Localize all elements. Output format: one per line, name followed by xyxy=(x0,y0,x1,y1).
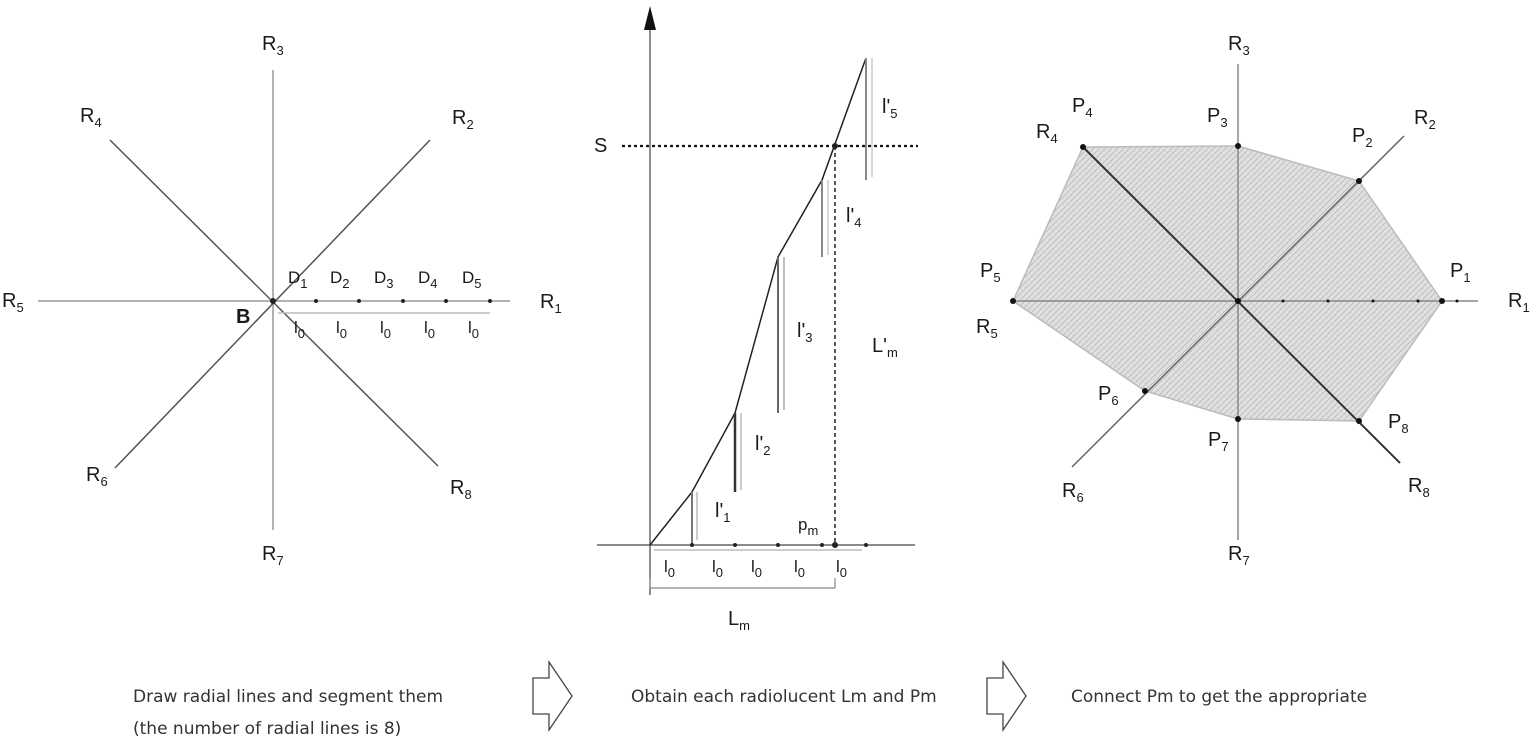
caption-step-3: Connect Pm to get the appropriate xyxy=(1071,687,1368,707)
ray-label-r6: R6 xyxy=(1062,480,1084,505)
segment-label: l0 xyxy=(424,318,435,341)
segment-label: l0 xyxy=(468,318,479,341)
lm-label: Lm xyxy=(728,608,750,633)
increment-label-l1: l'1 xyxy=(715,500,731,525)
tick-point xyxy=(690,543,694,547)
step-arrow-icon xyxy=(532,659,573,733)
center-point xyxy=(1235,298,1241,304)
ray-label-r1: R1 xyxy=(1508,290,1530,315)
ray-r2-r6-line xyxy=(114,139,431,469)
segment-label: l0 xyxy=(751,557,762,580)
point-p3 xyxy=(1235,143,1241,149)
division-point xyxy=(444,299,448,303)
point-p8 xyxy=(1356,418,1362,424)
ray-label-r3: R3 xyxy=(1228,33,1250,58)
ray-label-r5: R5 xyxy=(2,290,24,315)
point-p7 xyxy=(1235,416,1241,422)
division-point xyxy=(488,299,492,303)
increment-label-l5: l'5 xyxy=(882,96,898,121)
increment-bars xyxy=(691,58,873,545)
tick-point xyxy=(1371,299,1375,303)
segment-label: l0 xyxy=(664,557,675,580)
caption-step-2: Obtain each radiolucent Lm and Pm xyxy=(631,687,937,707)
ray-label-r2: R2 xyxy=(1414,107,1436,132)
segment-label: l0 xyxy=(712,557,723,580)
ray-label-r2: R2 xyxy=(452,107,474,132)
panel-radial-lines: R1 R2 R3 R4 R5 R6 R7 R8 B D1 D2 D3 D4 D5… xyxy=(2,33,562,568)
division-label-d3: D3 xyxy=(374,268,394,291)
division-label-d1: D1 xyxy=(288,268,308,291)
division-point xyxy=(314,299,318,303)
caption-step-1-line-1: Draw radial lines and segment them xyxy=(133,687,444,707)
division-label-d5: D5 xyxy=(462,268,482,291)
point-p2 xyxy=(1356,178,1362,184)
tick-point xyxy=(1416,299,1420,303)
tick-point xyxy=(776,543,780,547)
y-axis-arrow-icon xyxy=(644,6,656,30)
ray-label-r4: R4 xyxy=(80,105,102,130)
panel-cumulative-graph: S l'1 l'2 l'3 l'4 l'5 L'm pm l0 l0 l0 l0… xyxy=(594,6,918,633)
ray-label-r6: R6 xyxy=(86,464,108,489)
tick-point xyxy=(1281,299,1285,303)
contour-polygon xyxy=(1012,145,1443,422)
segment-label: l0 xyxy=(336,318,347,341)
point-label-p5: P5 xyxy=(980,260,1001,285)
point-label-p2: P2 xyxy=(1352,125,1373,150)
division-label-d2: D2 xyxy=(330,268,350,291)
division-label-d4: D4 xyxy=(418,268,438,291)
ray-label-r7: R7 xyxy=(262,543,284,568)
ray-label-r8: R8 xyxy=(1408,475,1430,500)
point-p4 xyxy=(1080,144,1086,150)
point-label-p6: P6 xyxy=(1098,383,1119,408)
tick-point xyxy=(1326,299,1330,303)
point-label-p8: P8 xyxy=(1388,411,1409,436)
division-point xyxy=(401,299,405,303)
ray-label-r1: R1 xyxy=(540,291,562,316)
threshold-label-s: S xyxy=(594,135,607,157)
step-arrow-icon xyxy=(986,659,1027,733)
tick-point xyxy=(1455,299,1459,303)
s-intersection-point xyxy=(832,143,838,149)
point-p5 xyxy=(1010,298,1016,304)
increment-label-l3: l'3 xyxy=(797,320,813,345)
ray-label-r4: R4 xyxy=(1036,121,1058,146)
lm-bracket xyxy=(649,578,836,589)
segment-label: l0 xyxy=(794,557,805,580)
cumulative-curve xyxy=(649,57,867,546)
center-label: B xyxy=(236,306,250,328)
ray-r4-r8-line xyxy=(1082,146,1401,464)
tick-point xyxy=(820,543,824,547)
tick-point xyxy=(864,543,868,547)
segment-label: l0 xyxy=(294,318,305,341)
point-label-p1: P1 xyxy=(1450,260,1471,285)
point-p6 xyxy=(1142,388,1148,394)
ray-label-r3: R3 xyxy=(262,33,284,58)
caption-step-1-line-2: (the number of radial lines is 8) xyxy=(133,719,402,739)
ray-label-r5: R5 xyxy=(976,316,998,341)
division-point xyxy=(357,299,361,303)
increment-label-l4: l'4 xyxy=(846,205,862,230)
point-p1 xyxy=(1439,298,1445,304)
lm-prime-label: L'm xyxy=(872,335,898,360)
tick-point xyxy=(733,543,737,547)
ray-label-r8: R8 xyxy=(450,477,472,502)
pm-point xyxy=(832,542,838,548)
point-label-p4: P4 xyxy=(1072,95,1093,120)
point-label-p7: P7 xyxy=(1208,429,1229,454)
point-label-p3: P3 xyxy=(1207,105,1228,130)
ray-label-r7: R7 xyxy=(1228,543,1250,568)
panel-connected-polygon: R1 R2 R3 R4 R5 R6 R7 R8 P1 P2 P3 P4 P5 P… xyxy=(976,33,1530,568)
pm-label: pm xyxy=(798,515,818,538)
segment-label: l0 xyxy=(836,557,847,580)
center-point-b xyxy=(270,298,276,304)
segment-label: l0 xyxy=(380,318,391,341)
increment-label-l2: l'2 xyxy=(755,433,771,458)
